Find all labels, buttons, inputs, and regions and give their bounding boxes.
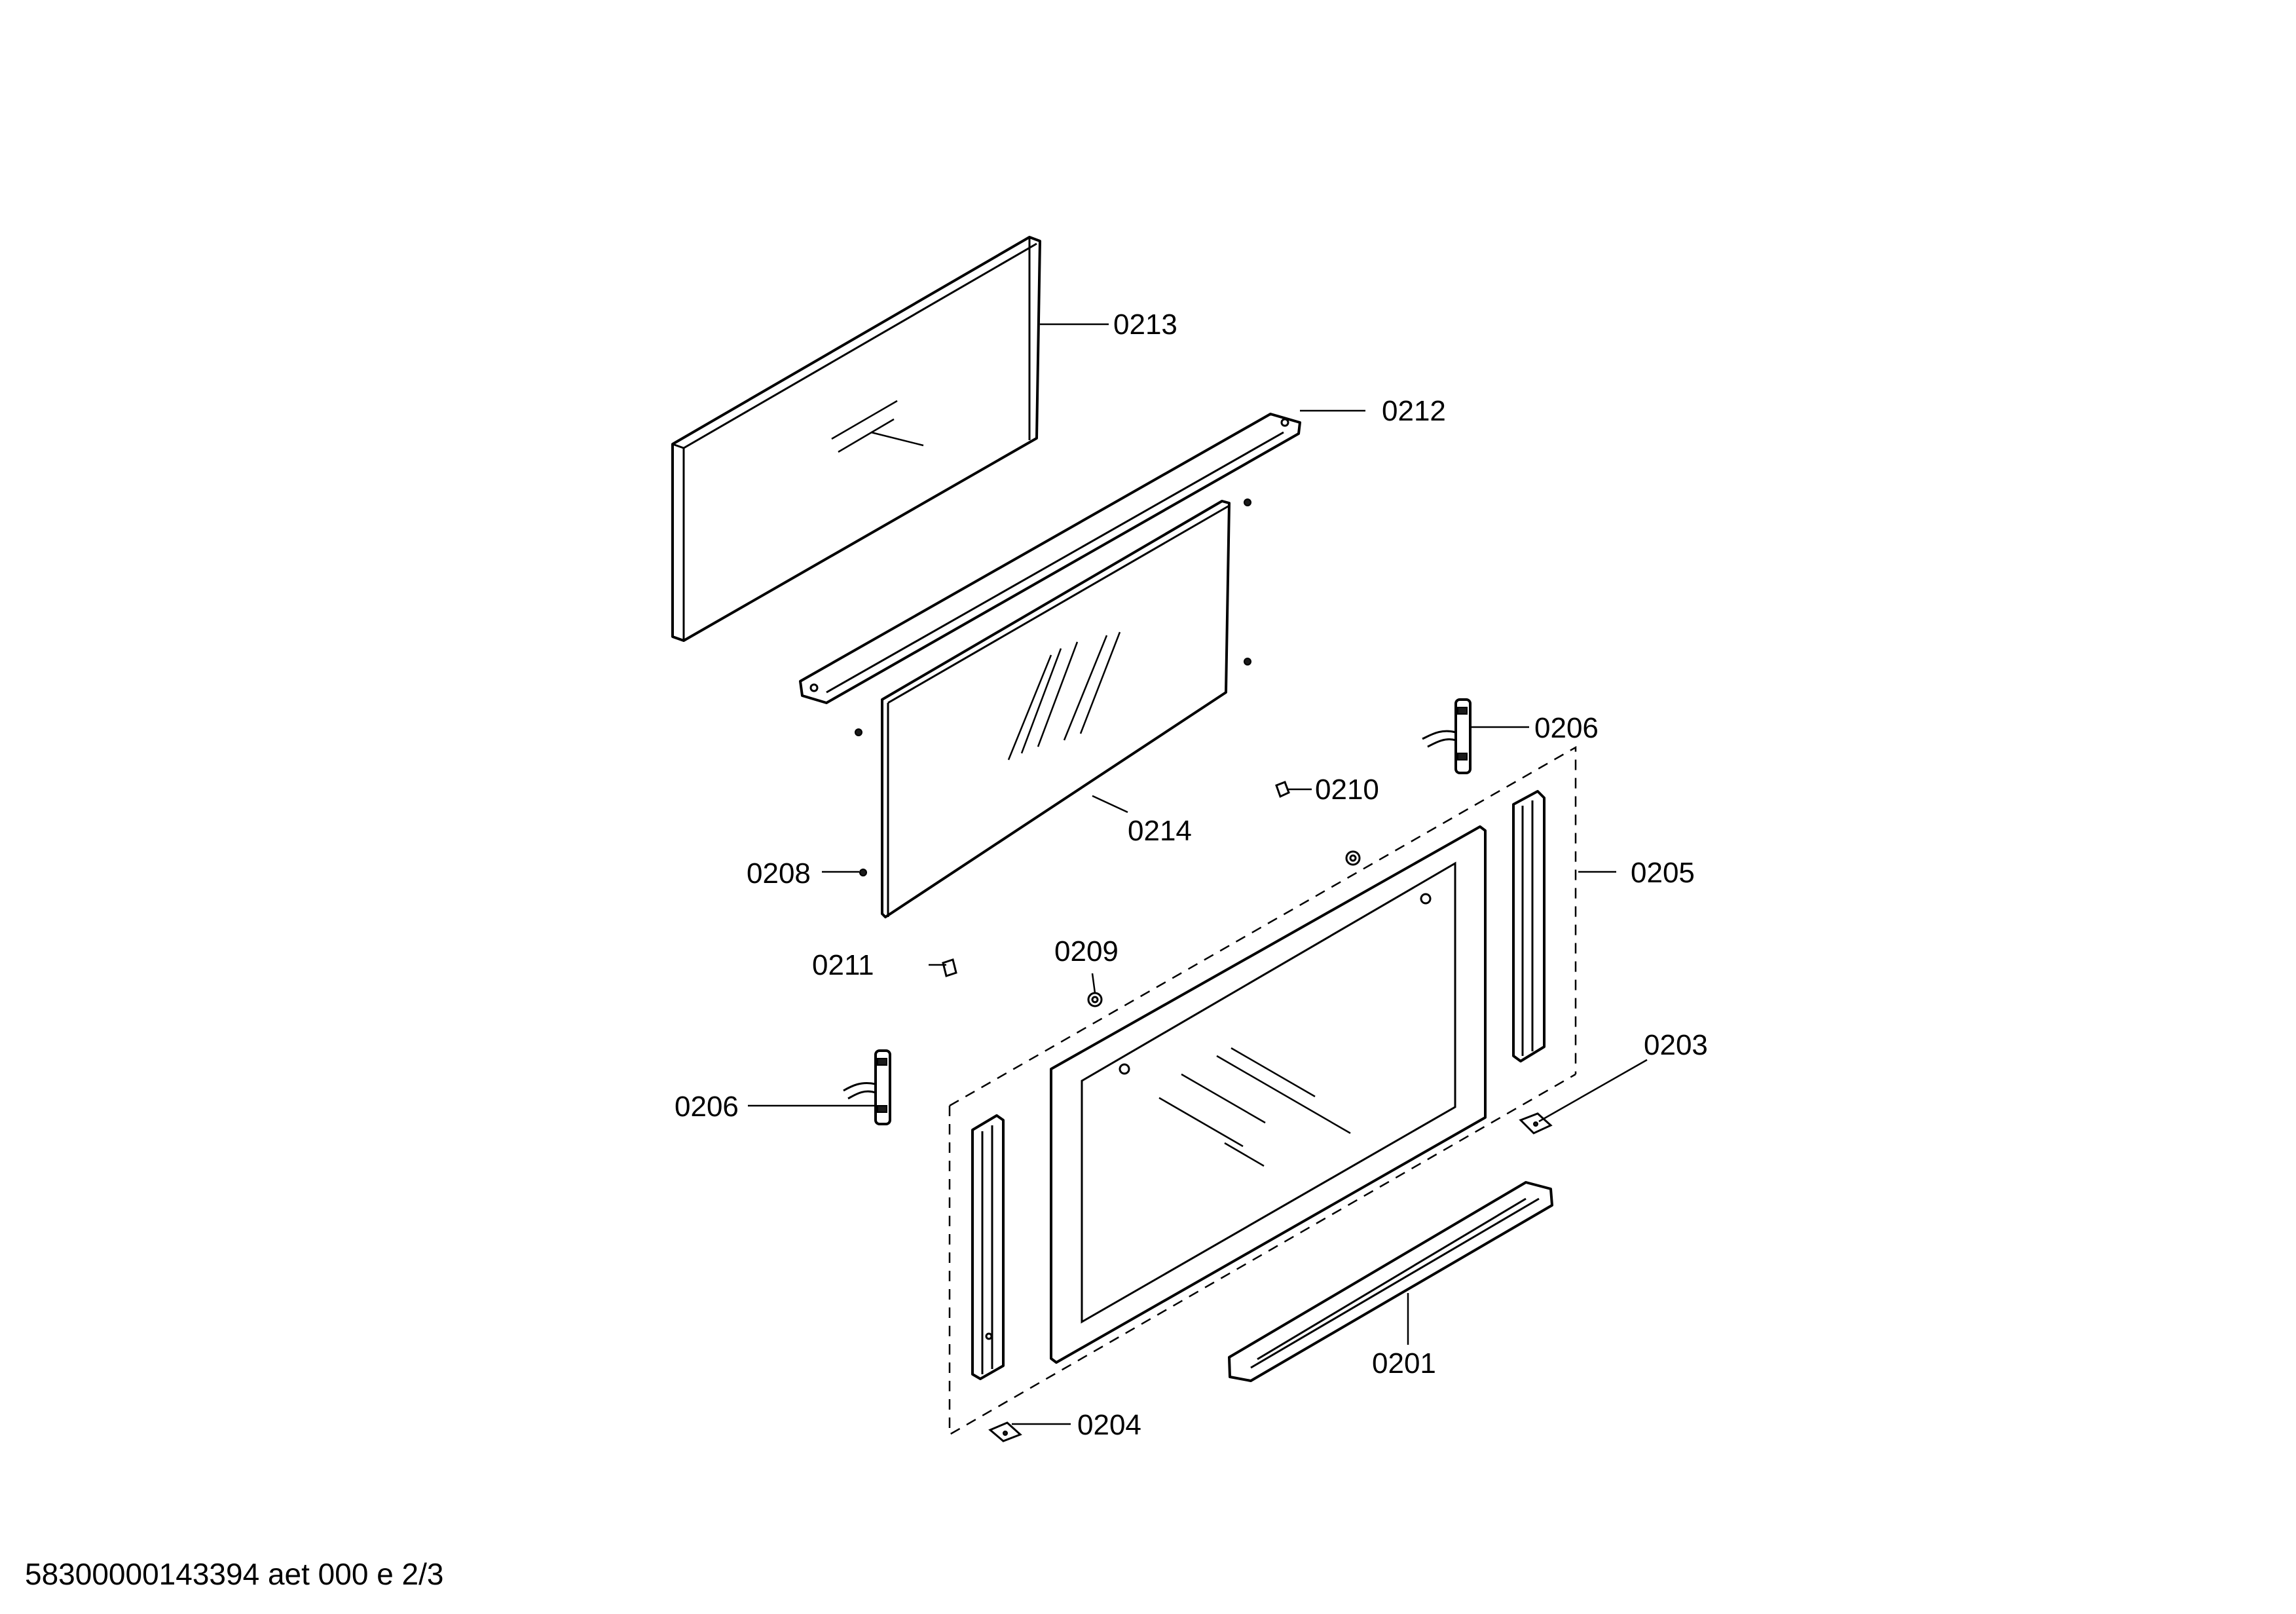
- part-0206-hinge-left: [843, 1049, 891, 1125]
- part-0213-outer-glass: [671, 236, 1041, 642]
- part-0209-nut-upper: [1345, 850, 1361, 866]
- part-0204-bracket: [988, 1421, 1022, 1442]
- callout-0206-left: 0206: [675, 1091, 739, 1123]
- part-0206-hinge-top: [1422, 698, 1472, 774]
- document-footer-code: 58300000143394 aet 000 e 2/3: [25, 1557, 444, 1591]
- callout-0203: 0203: [1644, 1029, 1708, 1061]
- part-0205-side-profile-right: [1512, 790, 1546, 1062]
- part-0214-middle-glass: [855, 498, 1251, 918]
- callout-labels: 0213 0212 0206 0210 0214 0208 0205 0211 …: [675, 309, 1708, 1441]
- part-0201-handle: [1228, 1181, 1553, 1382]
- callout-0209: 0209: [1054, 935, 1119, 967]
- callout-0211: 0211: [812, 949, 874, 981]
- callout-0206-top: 0206: [1534, 712, 1599, 744]
- part-0209-nut: [1087, 992, 1103, 1007]
- part-0212-top-strip: [799, 413, 1301, 704]
- callout-0212: 0212: [1382, 395, 1446, 427]
- part-0203-bracket: [1519, 1112, 1553, 1135]
- part-0211-clip: [942, 958, 957, 977]
- callout-0208: 0208: [747, 857, 811, 890]
- callout-0214: 0214: [1128, 815, 1192, 847]
- part-0210-clip: [1275, 781, 1290, 798]
- callout-0205: 0205: [1631, 857, 1695, 889]
- assembly-outline-dashed: [948, 745, 1577, 1436]
- callout-0213: 0213: [1113, 309, 1177, 341]
- callout-0204: 0204: [1077, 1409, 1141, 1441]
- leader-lines: [748, 323, 1648, 1425]
- callout-0201: 0201: [1372, 1347, 1436, 1379]
- part-0205-side-profile-left: [971, 1114, 1005, 1380]
- callout-0210: 0210: [1315, 774, 1379, 806]
- part-door-front-frame: [1050, 825, 1487, 1364]
